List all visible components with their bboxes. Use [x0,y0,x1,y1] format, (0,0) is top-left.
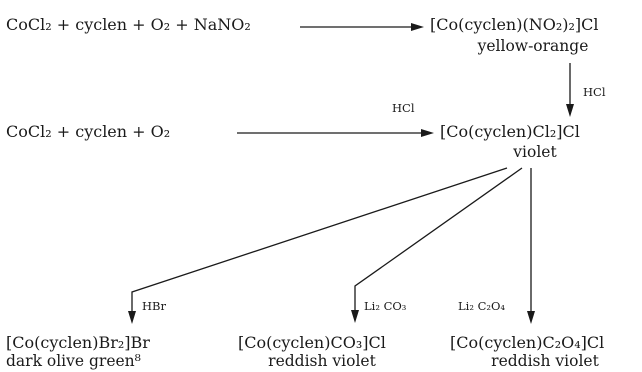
reagent-li2c2o4: Li₂ C₂O₄ [458,299,505,313]
arrow-to-dichloro-complex [237,129,434,137]
reagent-li2co3: Li₂ CO₃ [364,299,407,313]
arrow-to-carbonato-complex [351,167,523,323]
arrow-to-dibromo-complex [128,167,508,324]
reagent-hcl-horizontal: HCl [392,101,415,115]
color-dibromo-complex: dark olive green⁸ [6,352,141,370]
reagent-hbr: HBr [142,299,166,313]
product-dichloro-complex: [Co(cyclen)Cl₂]Cl [440,122,580,141]
color-oxalato-complex: reddish violet [491,352,599,370]
color-dinitro-complex: yellow-orange [477,37,589,55]
product-carbonato-complex: [Co(cyclen)CO₃]Cl [238,333,386,352]
reactants-direct-route: CoCl₂ + cyclen + O₂ [6,122,170,141]
color-dichloro-complex: violet [512,143,557,161]
reagent-hcl-vertical: HCl [583,85,606,99]
product-oxalato-complex: [Co(cyclen)C₂O₄]Cl [450,333,604,352]
arrow-nitro-to-dichloro [566,63,574,117]
arrow-to-nitro-complex [300,23,424,31]
arrow-to-oxalato-complex [527,168,535,324]
product-dinitro-complex: [Co(cyclen)(NO₂)₂]Cl [430,15,598,34]
product-dibromo-complex: [Co(cyclen)Br₂]Br [6,333,150,352]
reactants-nitro-route: CoCl₂ + cyclen + O₂ + NaNO₂ [6,15,251,34]
color-carbonato-complex: reddish violet [268,352,376,370]
